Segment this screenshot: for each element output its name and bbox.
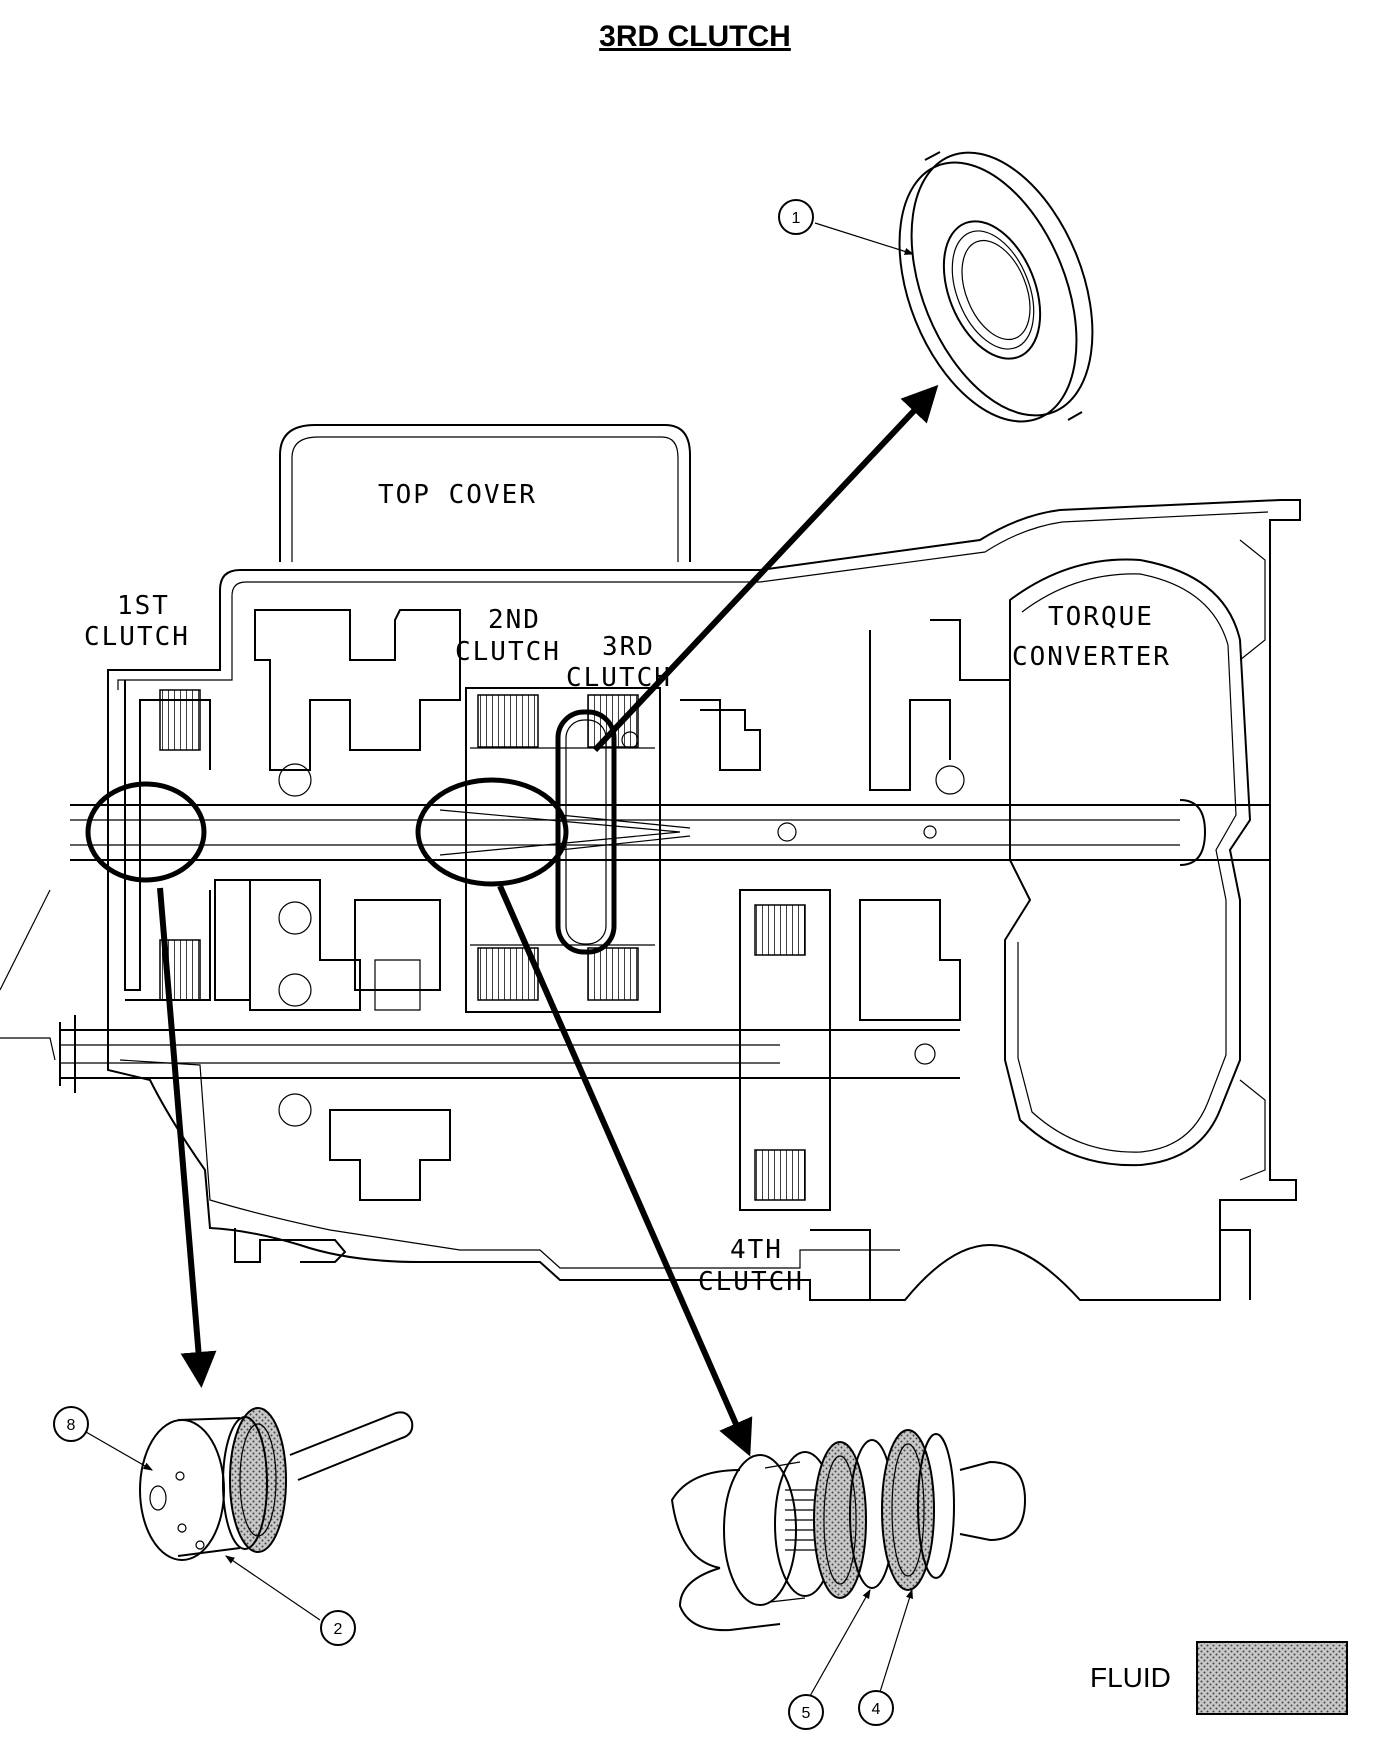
- callout-4: 4: [872, 1701, 881, 1718]
- callout-4-circle: [858, 1690, 894, 1726]
- highlight-rings: [85, 709, 617, 955]
- label-torque-converter-line1: TORQUE: [1048, 602, 1154, 632]
- gear-components: [214, 609, 1010, 1201]
- counter-shaft: [59, 1015, 960, 1093]
- label-2nd-clutch-line2: CLUTCH: [455, 637, 561, 667]
- callout-5-circle: [788, 1694, 824, 1730]
- legend-fluid-label: FLUID: [1090, 1662, 1171, 1693]
- label-2nd-clutch-line1: 2ND: [488, 605, 541, 635]
- callout-2-circle: [320, 1610, 356, 1646]
- transmission-housing: [0, 424, 1301, 1301]
- arrow-to-piston-detail: [157, 887, 217, 1388]
- label-4th-clutch-line1: 4TH: [730, 1235, 783, 1265]
- label-1st-clutch-line2: CLUTCH: [84, 622, 190, 652]
- legend-fluid-swatch: [1196, 1641, 1348, 1715]
- callout-2: 2: [334, 1621, 343, 1638]
- shaft-seal-detail: 5 4: [670, 1429, 1027, 1730]
- component-labels: TOP COVER 1ST CLUTCH 2ND CLUTCH 3RD CLUT…: [84, 480, 1171, 1297]
- fluid-ring-5: [813, 1441, 867, 1599]
- label-3rd-clutch-line2: CLUTCH: [566, 663, 672, 693]
- torque-converter-housing: [1004, 558, 1252, 1167]
- label-top-cover: TOP COVER: [378, 480, 537, 510]
- third-clutch-highlight-ring: [555, 709, 617, 955]
- callout-1-circle: [778, 199, 814, 235]
- label-3rd-clutch-line1: 3RD: [602, 632, 655, 662]
- label-4th-clutch-line2: CLUTCH: [698, 1267, 804, 1297]
- clutch-packs: [124, 680, 831, 1211]
- top-cover-outline: [279, 424, 691, 562]
- callout-5: 5: [802, 1705, 811, 1722]
- center-shaft-highlight-ring: [415, 777, 569, 887]
- legend: FLUID: [1090, 1641, 1348, 1715]
- seal-detail: 1: [778, 151, 1094, 423]
- diagram-title: 3RD CLUTCH: [599, 20, 791, 53]
- main-housing-outline: [107, 499, 1301, 1301]
- callout-8-circle: [53, 1406, 89, 1442]
- label-torque-converter-line2: CONVERTER: [1012, 642, 1171, 672]
- label-1st-clutch-line1: 1ST: [117, 591, 170, 621]
- arrow-to-seal-1: [592, 384, 939, 753]
- callout-1: 1: [792, 210, 801, 227]
- first-clutch-highlight-ring: [85, 781, 207, 883]
- leader-arrows: [157, 384, 939, 1457]
- arrow-to-shaft-detail: [497, 884, 753, 1457]
- main-shaft: [70, 799, 1270, 866]
- callout-8: 8: [67, 1417, 76, 1434]
- piston-detail: 8 2: [53, 1406, 414, 1646]
